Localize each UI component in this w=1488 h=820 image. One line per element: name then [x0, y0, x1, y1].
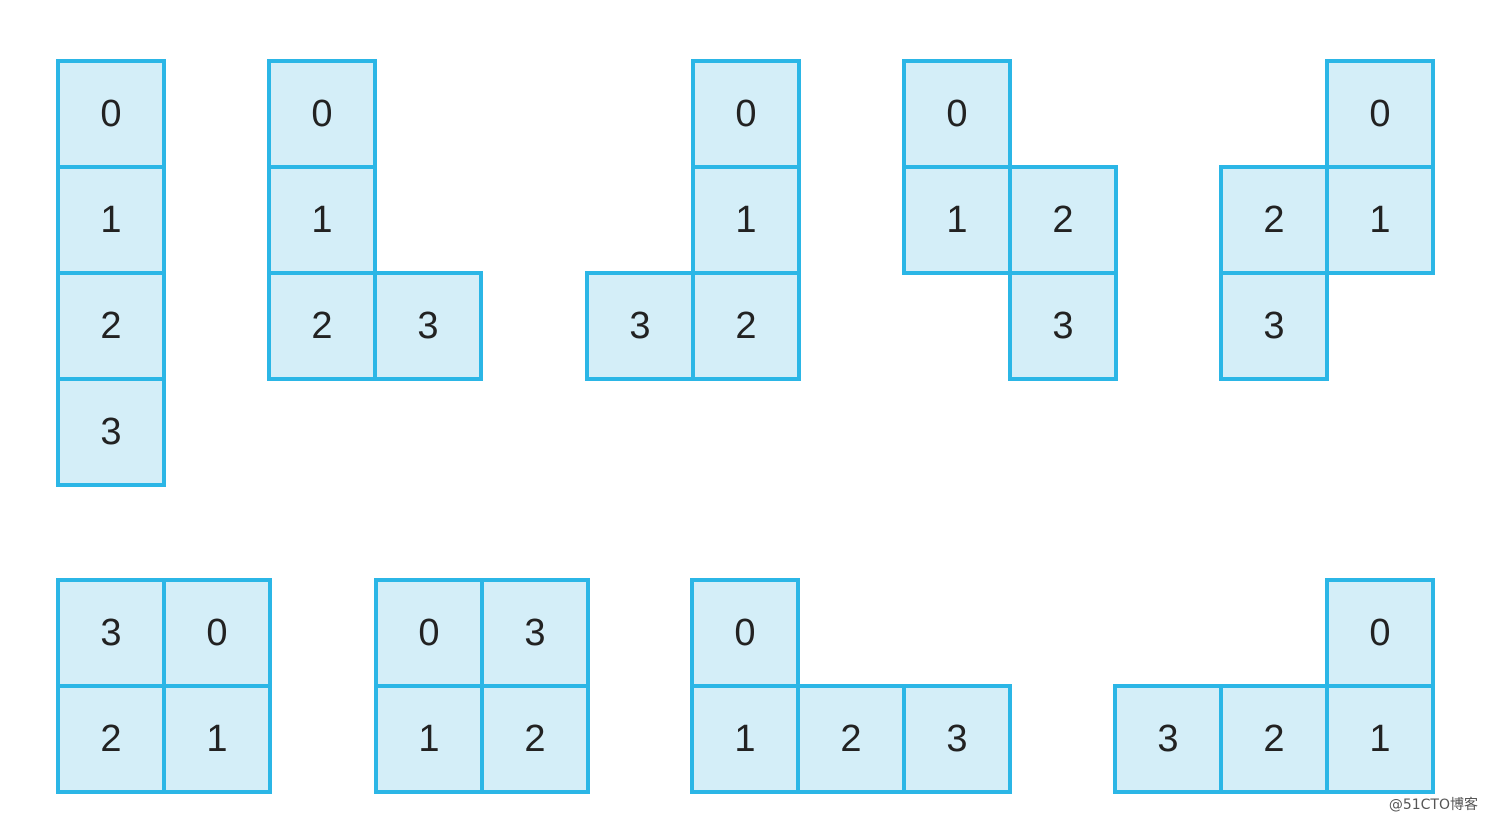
cell-2: 2	[56, 271, 166, 381]
cell-0: 0	[56, 59, 166, 169]
cell-2: 2	[691, 271, 801, 381]
cell-1: 1	[162, 684, 272, 794]
cell-2: 2	[480, 684, 590, 794]
cell-3: 3	[902, 684, 1012, 794]
cell-3: 3	[585, 271, 695, 381]
cell-1: 1	[902, 165, 1012, 275]
cell-3: 3	[1008, 271, 1118, 381]
cell-0: 0	[902, 59, 1012, 169]
cell-0: 0	[374, 578, 484, 688]
cell-0: 0	[690, 578, 800, 688]
cell-3: 3	[56, 578, 166, 688]
cell-1: 1	[267, 165, 377, 275]
cell-1: 1	[374, 684, 484, 794]
cell-3: 3	[480, 578, 590, 688]
cell-2: 2	[267, 271, 377, 381]
cell-1: 1	[1325, 165, 1435, 275]
watermark: @51CTO博客	[1388, 797, 1478, 813]
cell-2: 2	[1219, 165, 1329, 275]
cell-2: 2	[56, 684, 166, 794]
cell-2: 2	[796, 684, 906, 794]
cell-0: 0	[1325, 578, 1435, 688]
cell-0: 0	[691, 59, 801, 169]
cell-0: 0	[162, 578, 272, 688]
cell-0: 0	[267, 59, 377, 169]
cell-2: 2	[1008, 165, 1118, 275]
cell-3: 3	[56, 377, 166, 487]
cell-2: 2	[1219, 684, 1329, 794]
cell-1: 1	[1325, 684, 1435, 794]
cell-3: 3	[373, 271, 483, 381]
cell-3: 3	[1219, 271, 1329, 381]
cell-1: 1	[690, 684, 800, 794]
cell-1: 1	[56, 165, 166, 275]
cell-3: 3	[1113, 684, 1223, 794]
cell-1: 1	[691, 165, 801, 275]
cell-0: 0	[1325, 59, 1435, 169]
